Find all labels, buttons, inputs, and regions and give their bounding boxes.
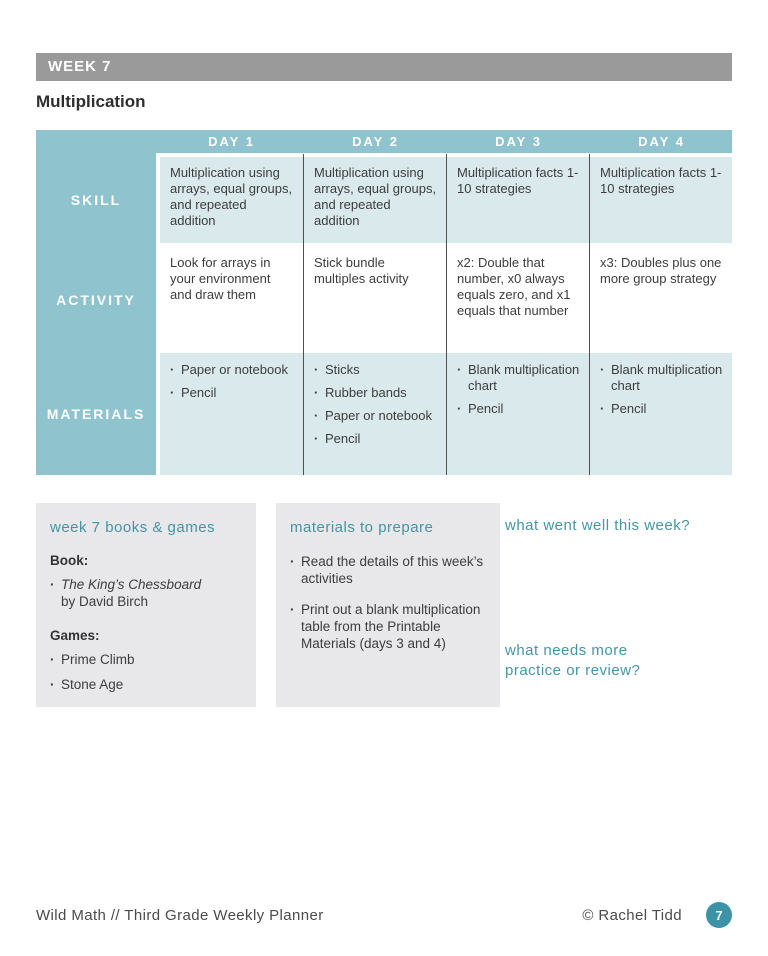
bullet-list-item: Pencil <box>314 431 437 447</box>
book-title: The King’s Chessboard <box>61 576 202 592</box>
reflection-question-went-well: what went well this week? <box>505 517 691 534</box>
reflection-question-needs-practice: what needs more practice or review? <box>505 642 641 680</box>
activity-cell-day4: x3: Doubles plus one more group strategy <box>600 255 722 286</box>
week-header-bar: WEEK 7 <box>36 53 732 81</box>
footer-right-group: © Rachel Tidd 7 <box>582 902 732 928</box>
activity-cell-day1: Look for arrays in your environment and … <box>170 255 271 302</box>
day-3-header: DAY 3 <box>495 134 542 149</box>
materials-prepare-heading: materials to prepare <box>290 519 434 536</box>
books-games-heading: week 7 books & games <box>50 519 216 536</box>
bullet-list-item: Prime Climb <box>50 652 242 669</box>
bullet-list-item: Pencil <box>457 401 580 417</box>
copyright-text: © Rachel Tidd <box>582 906 682 924</box>
column-divider <box>303 154 304 475</box>
table-header-row <box>36 130 732 153</box>
materials-cell-day4: Blank multiplication chartPencil <box>590 353 733 475</box>
skill-cell-day1: Multiplication using arrays, equal group… <box>170 165 293 228</box>
bullet-list-item: Blank multiplication chart <box>457 362 580 394</box>
day-1-header: DAY 1 <box>208 134 255 149</box>
games-list: Prime ClimbStone Age <box>50 652 242 695</box>
column-divider <box>589 154 590 475</box>
games-label: Games: <box>50 627 100 643</box>
materials-prepare-list: Read the details of this week’s activiti… <box>290 554 486 652</box>
bullet-list-item: Pencil <box>170 385 293 401</box>
column-divider <box>446 154 447 475</box>
day-4-header: DAY 4 <box>638 134 685 149</box>
book-author: by David Birch <box>61 593 149 609</box>
page-number-badge: 7 <box>706 902 732 928</box>
weekly-plan-table: DAY 1 DAY 2 DAY 3 DAY 4 SKILL ACTIVITY M… <box>36 130 732 475</box>
book-list-item: The King’s Chessboard by David Birch <box>50 577 242 611</box>
row-label-materials: MATERIALS <box>46 406 146 422</box>
skill-cell-day2: Multiplication using arrays, equal group… <box>314 165 437 228</box>
materials-cell-day2: SticksRubber bandsPaper or notebookPenci… <box>304 353 447 475</box>
materials-to-prepare-box: materials to prepare Read the details of… <box>276 503 500 707</box>
bullet-list-item: Pencil <box>600 401 723 417</box>
book-label: Book: <box>50 553 89 568</box>
activity-cell-day3: x2: Double that number, x0 always equals… <box>457 255 571 318</box>
table-row-label-column <box>36 130 156 475</box>
bullet-list-item: Stone Age <box>50 677 242 694</box>
bullet-list-item: Rubber bands <box>314 385 437 401</box>
page-title: Multiplication <box>36 92 146 111</box>
week-label: WEEK 7 <box>48 58 112 75</box>
materials-cell-day1: Paper or notebookPencil <box>160 353 303 475</box>
bullet-list-item: Read the details of this week’s activiti… <box>290 554 486 588</box>
footer-title: Wild Math // Third Grade Weekly Planner <box>36 907 324 924</box>
day-2-header: DAY 2 <box>352 134 399 149</box>
books-games-body: Book: The King’s Chessboard by David Bir… <box>50 553 242 694</box>
bullet-list-item: Paper or notebook <box>170 362 293 378</box>
skill-cell-day4: Multiplication facts 1-10 strategies <box>600 165 722 196</box>
row-label-skill: SKILL <box>70 192 122 208</box>
activity-cell-day2: Stick bundle multiples activity <box>314 255 409 286</box>
bullet-list-item: Print out a blank multiplication table f… <box>290 602 486 653</box>
materials-cell-day3: Blank multiplication chartPencil <box>447 353 590 475</box>
skill-cell-day3: Multiplication facts 1-10 strategies <box>457 165 579 196</box>
bullet-list-item: Blank multiplication chart <box>600 362 723 394</box>
bullet-list-item: Sticks <box>314 362 437 378</box>
bullet-list-item: Paper or notebook <box>314 408 437 424</box>
row-label-activity: ACTIVITY <box>56 292 136 308</box>
books-and-games-box: week 7 books & games Book: The King’s Ch… <box>36 503 256 707</box>
